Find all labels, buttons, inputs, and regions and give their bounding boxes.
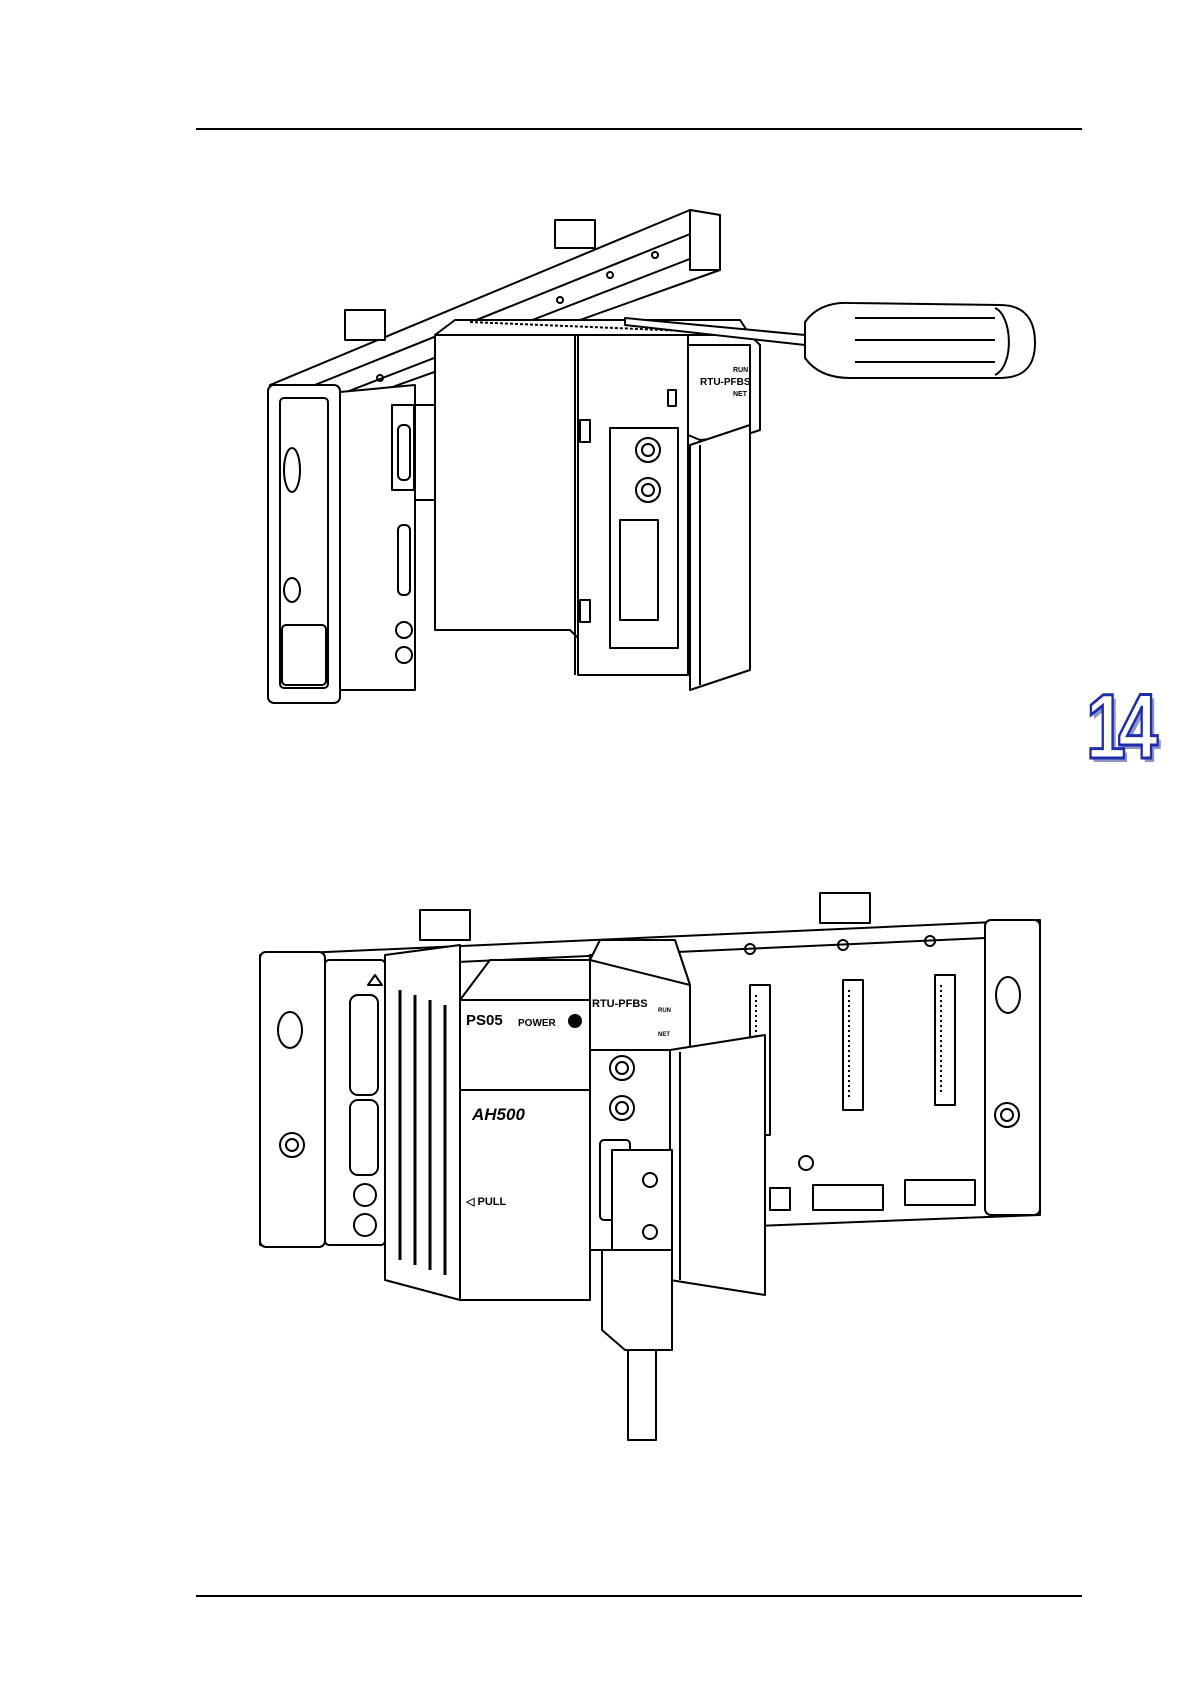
power-supply-side — [325, 960, 385, 1245]
fieldbus-connector — [602, 1150, 672, 1440]
ps05-module: PS05 POWER AH500 ◁ PULL — [385, 945, 590, 1300]
ps-model-label: PS05 — [466, 1012, 503, 1029]
series-label: AH500 — [471, 1105, 525, 1124]
rtu-module-label: RTU-PFBS — [592, 998, 648, 1010]
rtu-led-run: RUN — [658, 1008, 671, 1014]
ps-power-label: POWER — [518, 1018, 557, 1029]
rtu-led-net: NET — [658, 1032, 670, 1038]
pull-label: ◁ PULL — [465, 1196, 507, 1208]
